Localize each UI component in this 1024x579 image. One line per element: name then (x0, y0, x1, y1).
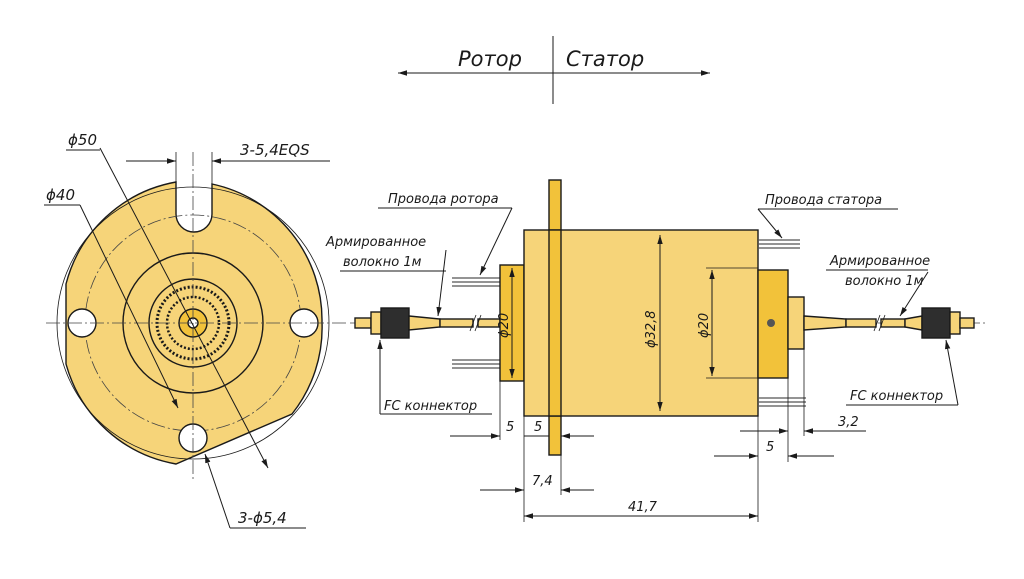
dim-5-right-label: 5 (766, 440, 774, 455)
rotor-wires-leader (479, 207, 513, 276)
slot-spec-label: 3-5,4EQS (240, 141, 310, 159)
rotor-stator-header: Ротор Статор (398, 36, 710, 104)
stator-wires (758, 239, 806, 407)
fc-nut-right (949, 311, 961, 335)
slip-ring-body (523, 229, 759, 417)
right-fiber-assembly (803, 307, 975, 339)
fiber-break-right (873, 314, 886, 332)
fiber-boot-right-2 (904, 315, 923, 331)
stator-label: Статор (566, 47, 644, 71)
fiber-boot-right (803, 315, 847, 331)
stator-screw (767, 319, 775, 327)
dim-5a-label: 5 (506, 420, 514, 435)
rotor-wires-label: Провода ротора (388, 192, 499, 207)
rotor-wires (452, 277, 500, 369)
fiber-break-left (469, 314, 482, 332)
fiber-left-label-1: Армированное (325, 235, 426, 250)
fiber-right-leader (899, 271, 929, 317)
stator-wires-label: Провода статора (765, 193, 882, 208)
dia-hub-left-label: ϕ20 (497, 313, 512, 338)
dim-3-2-label: 3,2 (838, 415, 859, 430)
fc-ferrule-left (354, 317, 372, 329)
stator-cap (787, 296, 805, 350)
fiber-right-a (845, 318, 877, 328)
fiber-right-b (880, 318, 906, 328)
fc-right-leader (944, 339, 959, 406)
flange-overlay (548, 229, 562, 417)
fiber-left-a (439, 318, 474, 328)
dia-pcd-label: ϕ40 (46, 186, 75, 204)
fc-left-label: FC коннектор (384, 399, 477, 414)
left-fiber-assembly (354, 307, 501, 339)
dim-7-4-label: 7,4 (532, 474, 553, 489)
side-view: ϕ32,8 ϕ20 ϕ20 Провода ротора Армированно… (325, 179, 985, 522)
fc-connector-right (921, 307, 951, 339)
leader-dia-outer (99, 147, 269, 469)
fiber-left-label-2: волокно 1м (343, 255, 422, 270)
dim-5b-label: 5 (534, 420, 542, 435)
leader-holes (204, 453, 231, 529)
fc-right-label: FC коннектор (850, 389, 943, 404)
leader-dia-pcd (79, 204, 179, 409)
fiber-right-label-2: волокно 1м (845, 274, 924, 289)
fiber-left-leader (436, 249, 447, 317)
dia-body-label: ϕ32,8 (644, 310, 659, 348)
front-view: ϕ50 ϕ40 3-5,4EQS 3-ϕ5,4 (44, 131, 346, 529)
dia-hub-right-label: ϕ20 (697, 313, 712, 338)
stator-wires-leader (757, 208, 783, 239)
dia-outer-label: ϕ50 (68, 131, 97, 149)
dim-41-7-label: 41,7 (628, 500, 658, 515)
holes-spec-label: 3-ϕ5,4 (238, 509, 287, 527)
fiber-boot-left (408, 315, 441, 331)
rotor-label: Ротор (458, 47, 522, 71)
fiber-right-label-1: Армированное (829, 254, 930, 269)
fc-connector-left (380, 307, 410, 339)
fc-nut-left (370, 311, 382, 335)
fc-ferrule-right (959, 317, 975, 329)
